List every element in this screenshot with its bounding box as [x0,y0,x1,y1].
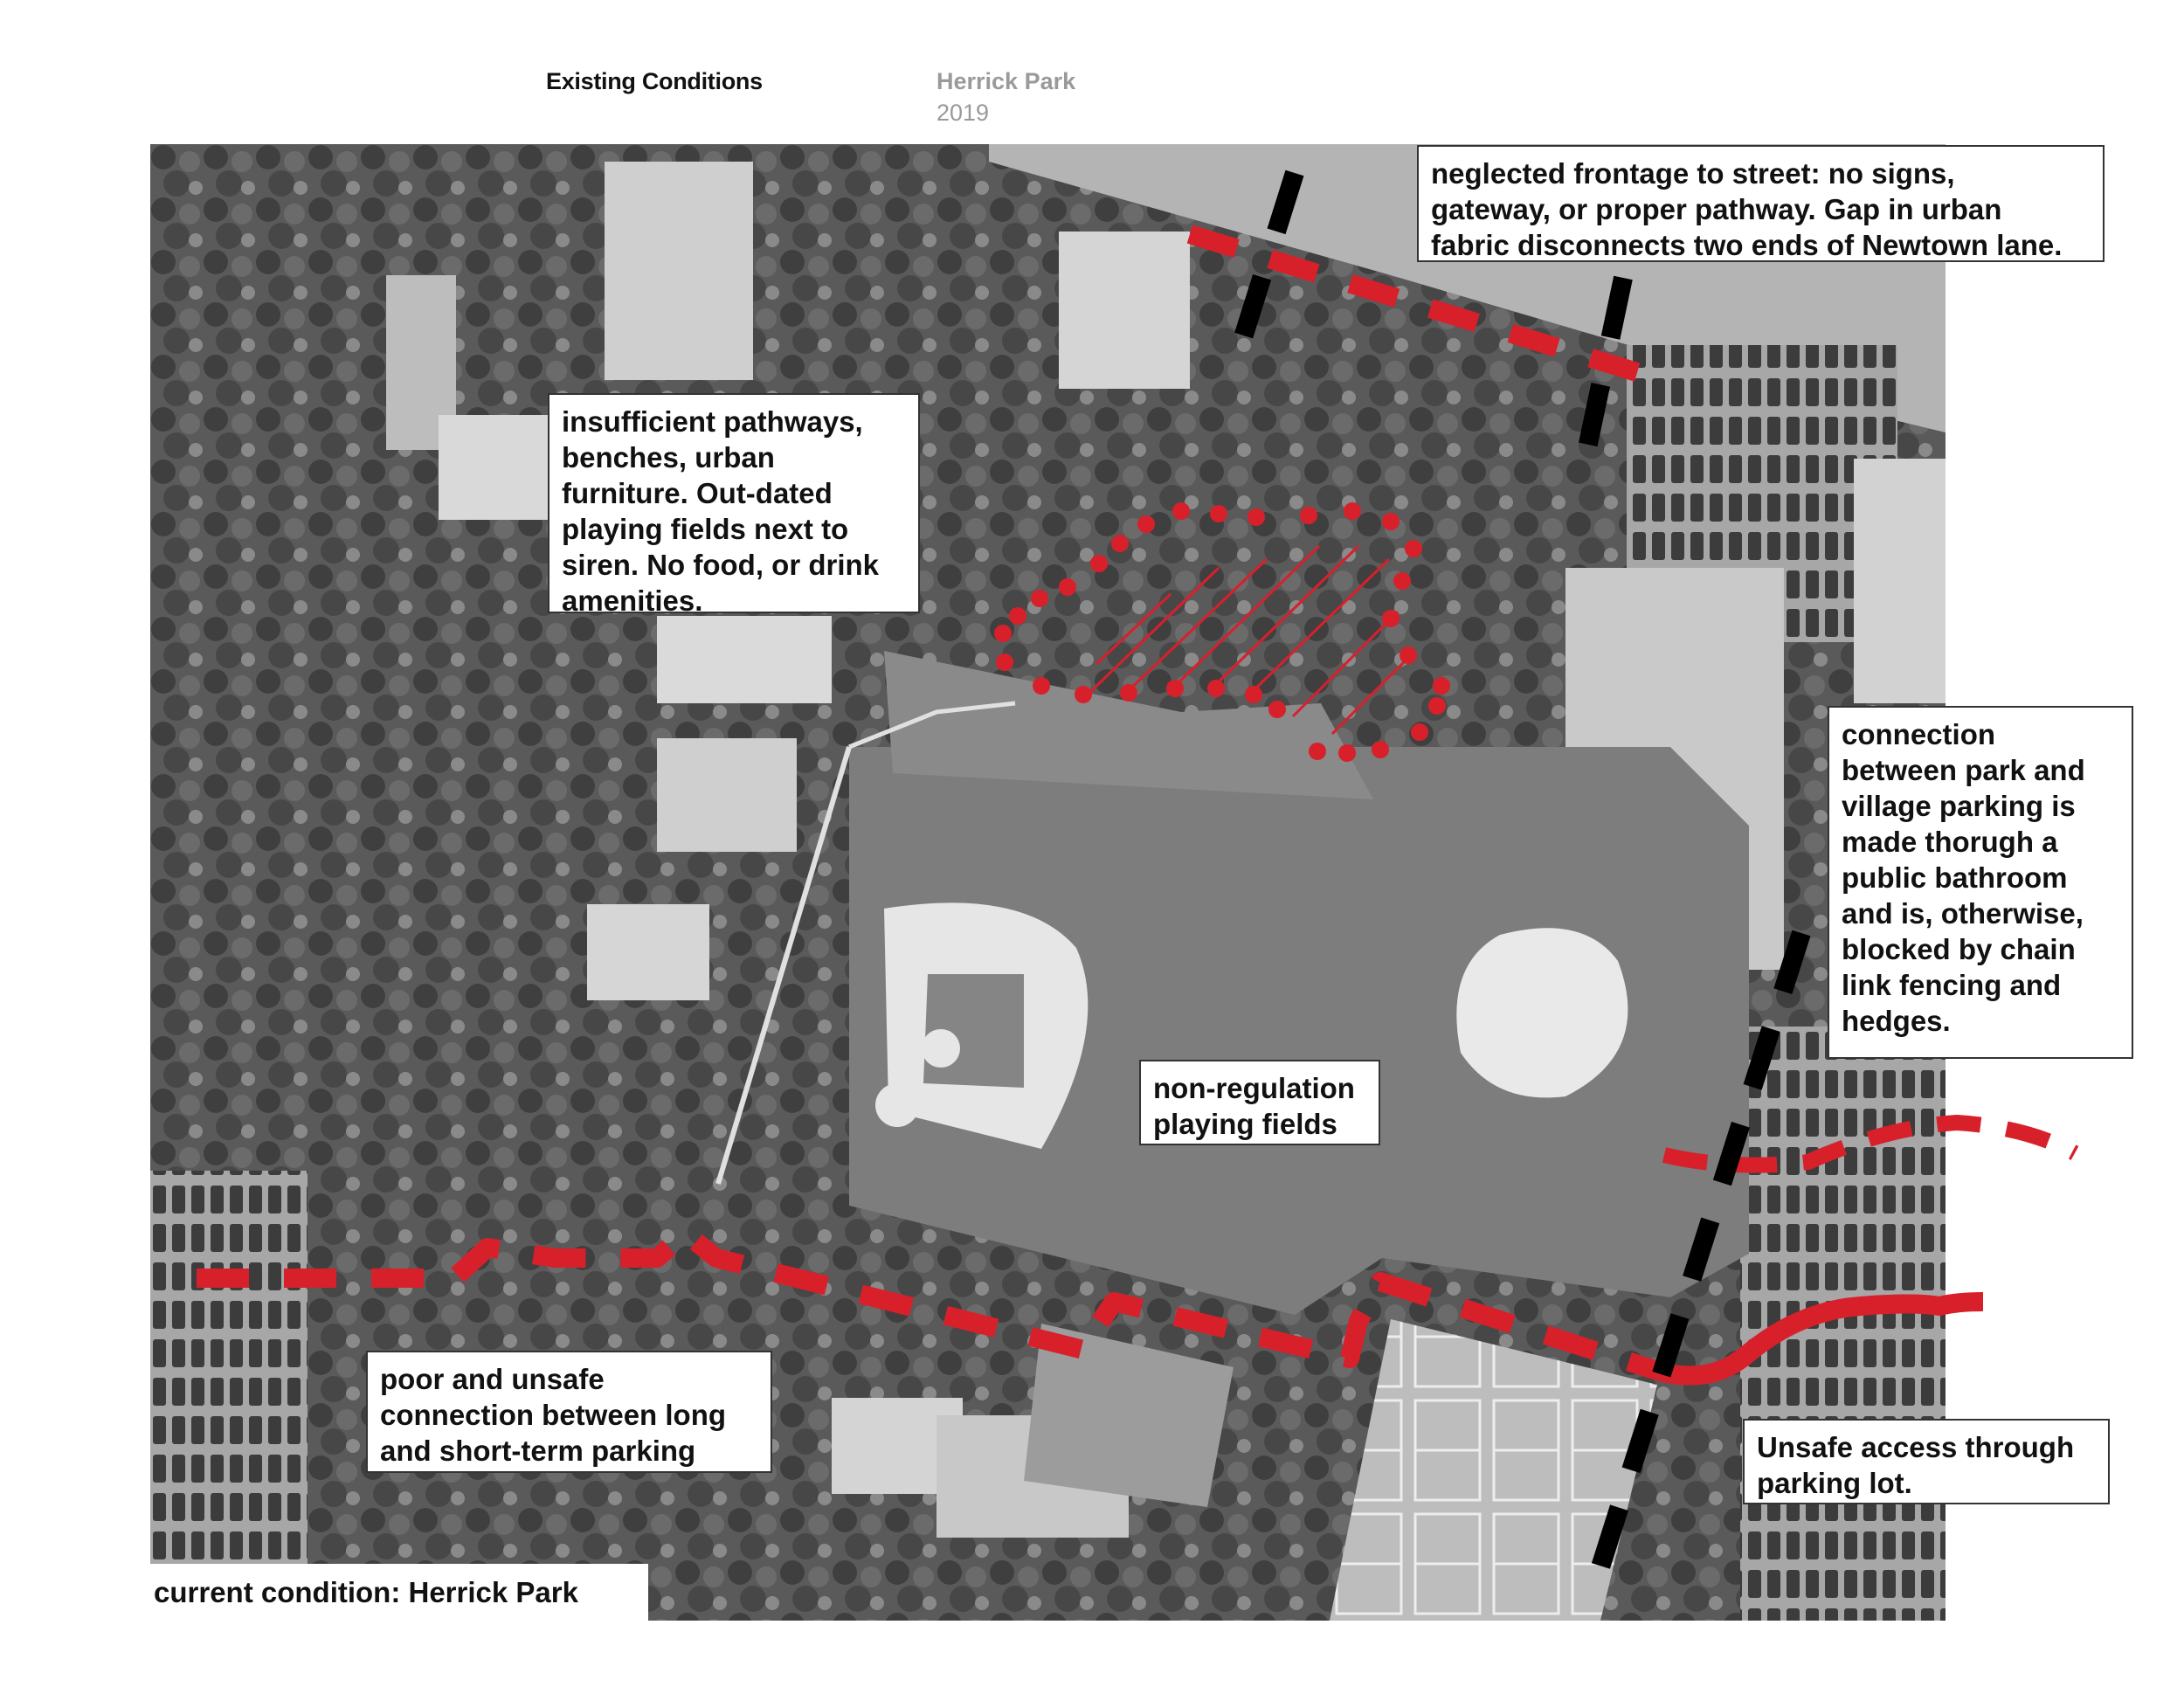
basketball-court [1024,1324,1234,1507]
long-term-parking-lot [150,1171,308,1616]
park-path [848,701,1016,750]
upper-lawn [884,651,1373,799]
house [657,738,797,852]
house [657,616,832,703]
map-caption: current condition: Herrick Park [150,1564,648,1621]
home-plate-dirt [875,1083,919,1127]
softball-infield [1456,928,1628,1098]
building-far-right [1854,459,1946,703]
house [1059,232,1190,389]
siren-zone-hatching [1086,544,1417,736]
unsafe-connection-line [197,1224,1663,1381]
bathroom-connection-line [1662,1114,2079,1173]
park-path [715,746,852,1185]
barrier-line-top-left [1229,169,1304,355]
note-parking-connection: poor and unsafe connection between long … [366,1351,772,1473]
note-park-parking-connection: connection between park and village park… [1828,706,2133,1059]
tennis-courts [1330,1319,1657,1621]
park-lawn [849,747,1749,1315]
project-year: 2019 [936,100,990,126]
project-name: Herrick Park [936,68,1076,94]
note-insufficient-pathways: insufficient pathways, benches, urban fu… [548,393,920,617]
pitchers-mound [922,1029,960,1068]
house [605,162,753,380]
note-neglected-frontage: neglected frontage to street: no signs, … [1417,145,2105,262]
section-title: Existing Conditions [546,68,763,94]
barrier-line-top-right [1576,275,1633,459]
siren-zone-dots [994,502,1450,762]
barrier-line-right [1589,930,1811,1576]
house [587,904,709,1000]
note-unsafe-access: Unsafe access through parking lot. [1743,1419,2110,1504]
note-playing-fields: non-regulation playing fields [1139,1060,1380,1145]
access-route-line [1657,1292,1984,1386]
